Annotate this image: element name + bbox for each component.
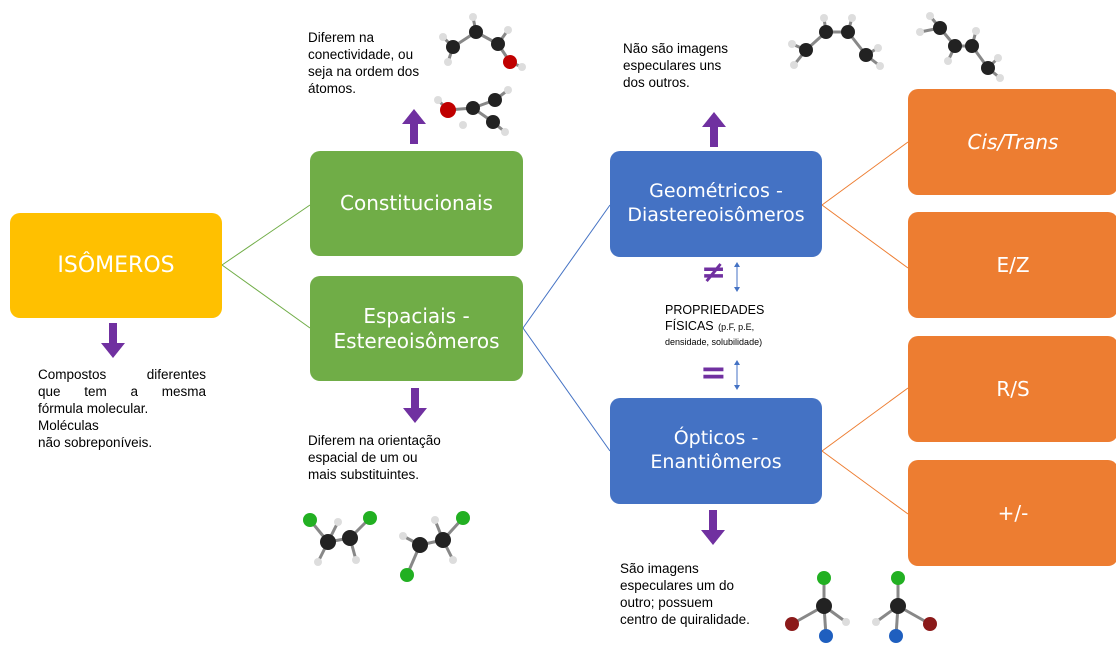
isomeros-label: ISÔMEROS: [57, 252, 175, 278]
note-line: especulares uns: [623, 58, 722, 73]
line-espaciais-geometricos: [522, 204, 611, 329]
opticos-note: São imagens especulares um do outro; pos…: [620, 560, 790, 628]
note-line: seja na ordem dos: [308, 64, 420, 79]
molecule-cis-butene-icon: [916, 12, 1004, 82]
note-line: que tem a mesma: [38, 384, 206, 399]
geometricos-label-line2: Diastereoisômeros: [627, 204, 805, 226]
note-line: São imagens: [620, 561, 699, 576]
note-line: Diferem na: [308, 30, 375, 45]
properties-line1: PROPRIEDADES: [665, 303, 765, 317]
ez-node: E/Z: [908, 212, 1116, 318]
arrow-down-opticos-icon: [701, 510, 725, 545]
molecule-dichloro-1-icon: [303, 511, 377, 566]
double-arrow-icon: [734, 262, 740, 292]
not-equal-symbol: ≠: [701, 255, 727, 290]
ez-label: E/Z: [996, 252, 1030, 277]
isomeros-note: Compostos diferentes que tem a mesma fór…: [38, 366, 206, 451]
plus-minus-node: +/-: [908, 460, 1116, 566]
note-line: Compostos diferentes: [38, 367, 206, 382]
espaciais-label-line1: Espaciais -: [363, 303, 470, 328]
opticos-label-line2: Enantiômeros: [650, 451, 782, 473]
properties-line2: FÍSICAS (p.F, p.E,: [665, 318, 805, 335]
rs-node: R/S: [908, 336, 1116, 442]
note-line: dos outros.: [623, 75, 690, 90]
opticos-node: Ópticos - Enantiômeros: [610, 398, 822, 504]
geometricos-note: Não são imagens especulares uns dos outr…: [623, 40, 763, 91]
espaciais-label-line2: Estereoisômeros: [333, 328, 500, 353]
properties-pf-pe: (p.F, p.E,: [718, 322, 755, 332]
note-line: fórmula molecular.: [38, 401, 149, 416]
molecule-chiral-1-icon: [785, 571, 850, 643]
cis-trans-node: Cis/Trans: [908, 89, 1116, 195]
arrow-down-espaciais-icon: [403, 388, 427, 423]
properties-text: PROPRIEDADES FÍSICAS (p.F, p.E, densidad…: [665, 302, 805, 349]
line-opticos-plusminus: [821, 450, 909, 515]
note-line: espacial de um ou: [308, 450, 418, 465]
line-espaciais-opticos: [522, 327, 611, 452]
molecule-propanol-icon: [439, 13, 526, 71]
constitucionais-label: Constitucionais: [340, 191, 493, 215]
line-opticos-rs: [821, 387, 909, 452]
properties-fisicas: FÍSICAS: [665, 319, 714, 333]
arrow-up-constitucionais-icon: [402, 109, 426, 144]
molecule-dichloro-2-icon: [399, 511, 470, 582]
isomeros-node: ISÔMEROS: [10, 213, 222, 318]
equal-symbol: =: [700, 353, 727, 391]
arrow-up-geometricos-icon: [702, 112, 726, 147]
molecule-ether-icon: [434, 86, 512, 136]
note-line: outro; possuem: [620, 595, 714, 610]
plus-minus-label: +/-: [997, 500, 1029, 525]
line-geometricos-cistrans: [821, 141, 909, 206]
note-line: centro de quiralidade.: [620, 612, 750, 627]
arrow-down-isomeros-icon: [101, 323, 125, 358]
double-arrow-icon: [734, 360, 740, 390]
note-line: especulares um do: [620, 578, 735, 593]
cis-trans-label: Cis/Trans: [967, 129, 1059, 154]
line-isomeros-espaciais: [221, 264, 311, 329]
opticos-label-line1: Ópticos -: [673, 427, 759, 450]
line-geometricos-ez: [821, 204, 909, 269]
molecule-chiral-2-icon: [872, 571, 937, 643]
constitucionais-note: Diferem na conectividade, ou seja na ord…: [308, 29, 438, 97]
note-line: Diferem na orientação: [308, 433, 441, 448]
note-line: mais substituintes.: [308, 467, 420, 482]
geometricos-label-line1: Geométricos -: [649, 180, 783, 203]
note-line: não sobreponíveis.: [38, 435, 153, 450]
rs-label: R/S: [996, 376, 1030, 401]
note-line: átomos.: [308, 81, 357, 96]
espaciais-note: Diferem na orientação espacial de um ou …: [308, 432, 488, 483]
properties-line3: densidade, solubilidade): [665, 337, 763, 347]
molecule-trans-butene-icon: [788, 14, 884, 70]
constitucionais-node: Constitucionais: [310, 151, 523, 256]
note-line: Moléculas: [38, 418, 99, 433]
line-isomeros-constitucionais: [221, 204, 311, 266]
note-line: conectividade, ou: [308, 47, 414, 62]
note-line: Não são imagens: [623, 41, 729, 56]
espaciais-node: Espaciais - Estereoisômeros: [310, 276, 523, 381]
geometricos-node: Geométricos - Diastereoisômeros: [610, 151, 822, 257]
